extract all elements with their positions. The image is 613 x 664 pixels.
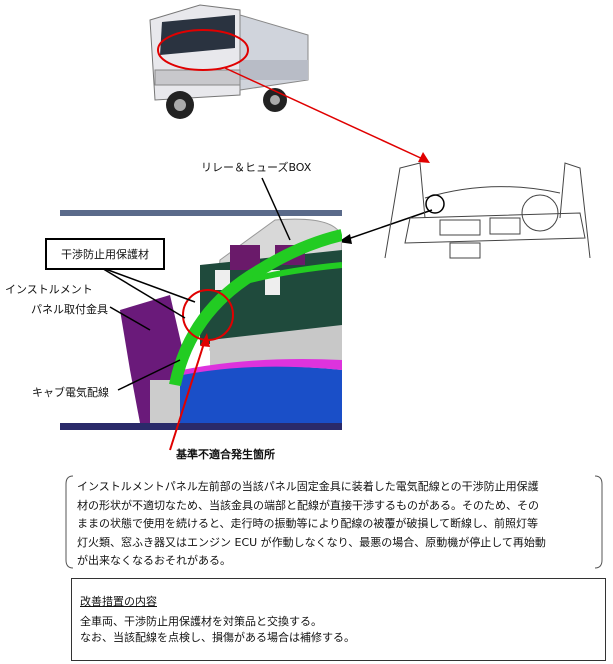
remedy-box: 改善措置の内容 全車両、干渉防止用保護材を対策品と交換する。 なお、当該配線を点… [71,578,606,661]
truck-highlight-ellipse [157,29,249,71]
label-cab-wiring: キャブ電気配線 [32,386,109,399]
defect-description: インストルメントパネル左前部の当該パネル固定金具に装着した電気配線との干渉防止用… [63,474,605,570]
dashboard-highlight-circle [425,194,445,214]
description-line: ままの状態で使用を続けると、走行時の振動等により配線の被覆が破損して断線し、前照… [77,517,539,530]
cad-menu-bar [60,210,342,216]
cab-wiring-harness [169,229,342,387]
description-line: 灯火類、窓ふき器又はエンジン ECU が作動しなくなり、最悪の場合、原動機が停止… [77,535,546,549]
remedy-line: なお、当該配線を点検し、損傷がある場合は補修する。 [80,631,355,644]
remedy-heading: 改善措置の内容 [80,595,157,608]
label-bracket-line2: パネル取付金具 [31,303,108,316]
cad-status-bar [60,423,342,430]
bracket-frame [65,475,603,569]
label-bracket-line1: インストルメント [5,283,93,296]
callout-overlay [157,29,433,244]
label-protector-box: 干渉防止用保護材 [45,238,165,270]
label-protector: 干渉防止用保護材 [61,248,149,261]
description-line: が出来なくなるおそれがある。 [77,554,231,567]
red-arrow [224,67,426,161]
description-line: インストルメントパネル左前部の当該パネル固定金具に装着した電気配線との干渉防止用… [77,480,539,493]
description-line: 材の形状が不適切なため、当該金具の端部と配線が直接干渉するものがある。そのため、… [77,498,539,512]
label-leaders [99,177,291,451]
label-relay-fuse-box: リレー＆ヒューズBOX [201,161,312,174]
black-arrow [344,209,433,241]
remedy-line: 全車両、干渉防止用保護材を対策品と交換する。 [80,615,322,628]
label-defect-location: 基準不適合発生箇所 [176,448,275,461]
dashboard-image [384,162,591,259]
